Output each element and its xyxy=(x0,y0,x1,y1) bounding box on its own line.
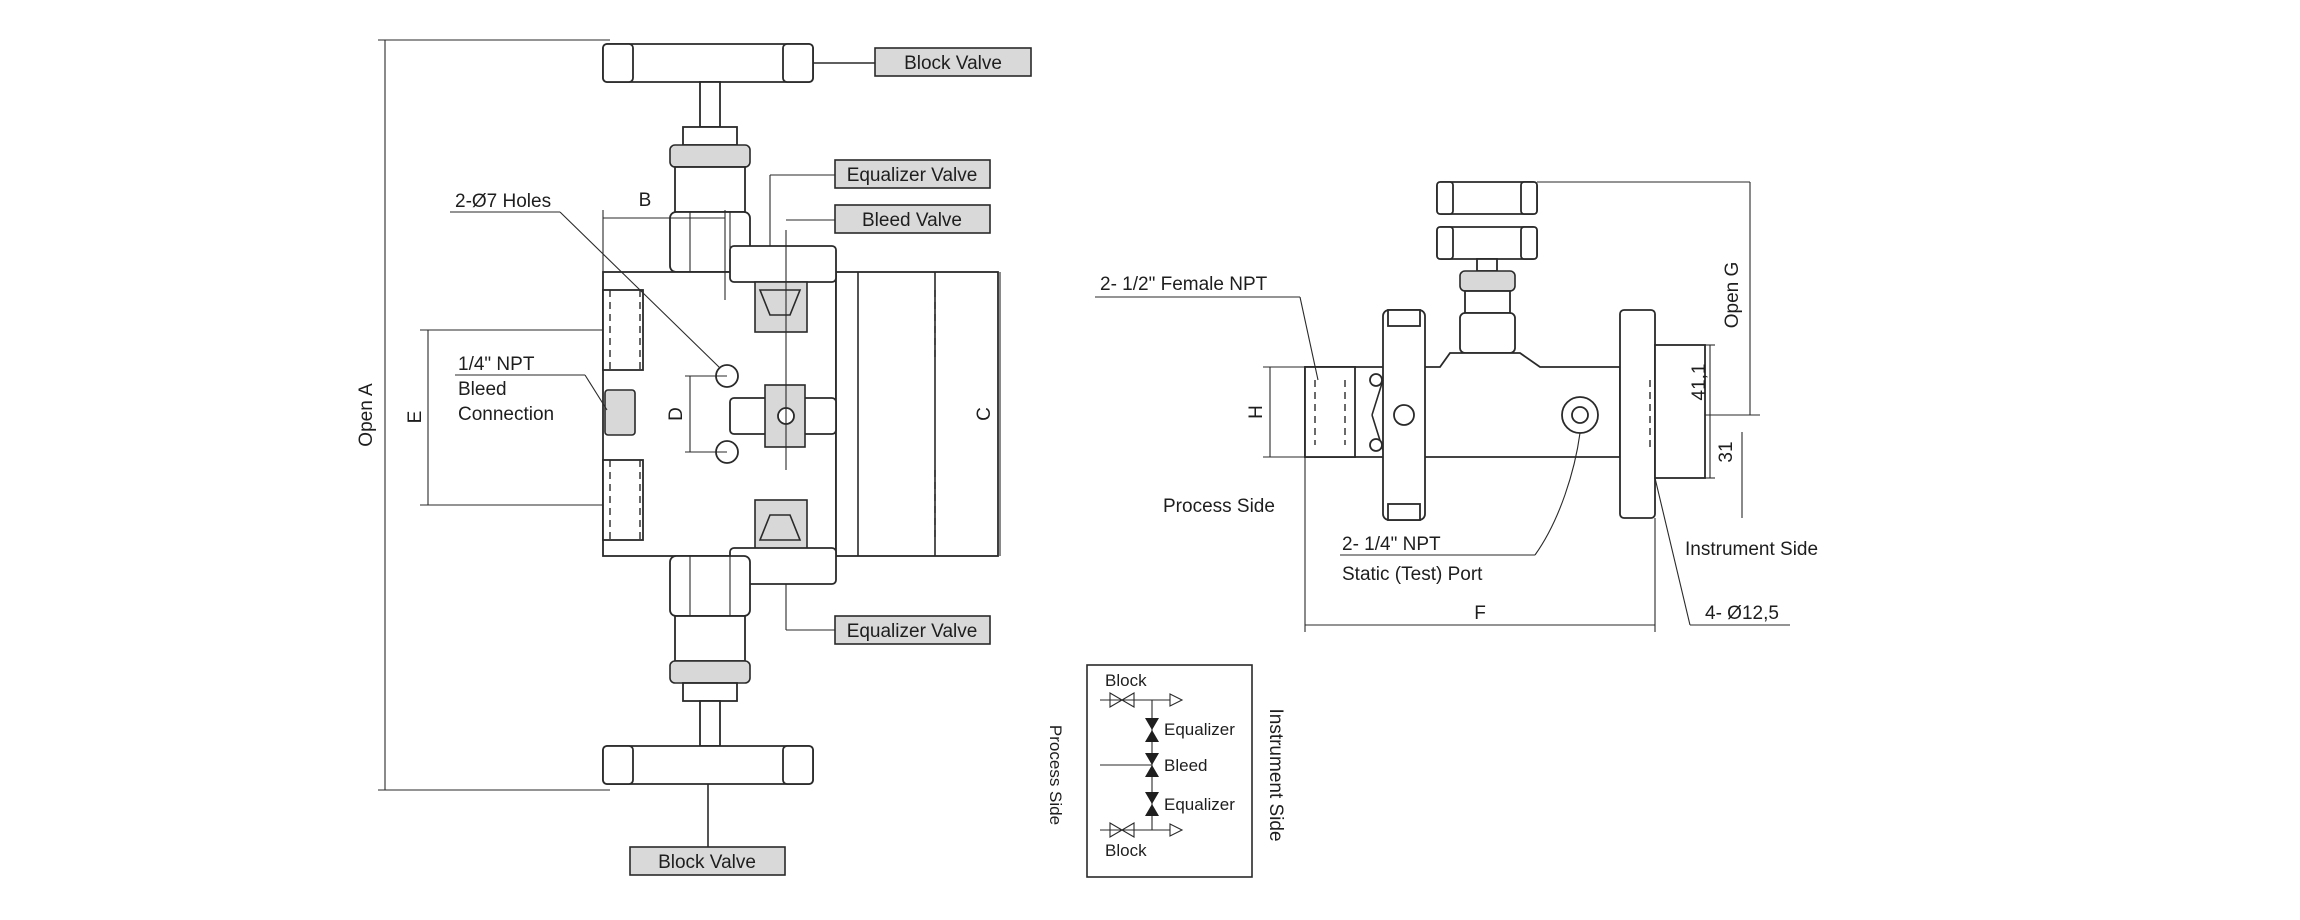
front-view: Open A xyxy=(356,39,1032,876)
bottom-bonnet xyxy=(669,555,751,617)
schematic-equalizer-top-valve xyxy=(1145,718,1159,742)
static-port-line1: 2- 1/4" NPT xyxy=(1342,534,1441,555)
schematic-equalizer-bottom-valve xyxy=(1145,792,1159,816)
dim-d-label: D xyxy=(666,407,687,421)
bleed-connection-line3: Connection xyxy=(458,404,554,425)
female-npt-label: 2- 1/2" Female NPT xyxy=(1100,274,1268,295)
schematic-instrument-side: Instrument Side xyxy=(1265,708,1286,841)
equalizer-top-box xyxy=(834,159,991,189)
top-stem xyxy=(699,81,721,128)
schematic-equalizer-top: Equalizer xyxy=(1164,720,1235,739)
block-valve-bottom-label: Block Valve xyxy=(658,852,756,873)
side-instrument-flange xyxy=(1619,309,1656,519)
static-port-line2: Static (Test) Port xyxy=(1342,564,1483,585)
instrument-side-label: Instrument Side xyxy=(1685,539,1818,560)
equalizer-top-label: Equalizer Valve xyxy=(847,165,978,186)
side-view: H F Open G 41,1 31 2- 1/2" Female NPT Pr… xyxy=(1095,181,1818,632)
bleed-valve-label: Bleed Valve xyxy=(862,210,962,231)
dim-41-label: 41,1 xyxy=(1689,364,1710,401)
schematic-block-top: Block xyxy=(1105,671,1147,690)
schematic-process-side: Process Side xyxy=(1046,725,1065,825)
bleed-connection-line1: 1/4" NPT xyxy=(458,354,535,375)
block-valve-top-label: Block Valve xyxy=(904,53,1002,74)
bleed-connection-line2: Bleed xyxy=(458,379,507,400)
holes-label: 2-Ø7 Holes xyxy=(455,191,551,212)
instrument-flange xyxy=(835,271,999,557)
equalizer-bottom-box xyxy=(834,615,991,645)
schematic: Block Equalizer Bleed Equalizer Block Pr… xyxy=(1046,664,1286,878)
dim-31-label: 31 xyxy=(1716,441,1737,462)
dim-a-label: Open A xyxy=(356,383,377,447)
block-valve-top-box xyxy=(874,47,1032,77)
schematic-equalizer-bottom: Equalizer xyxy=(1164,795,1235,814)
dim-b-label: B xyxy=(639,190,652,211)
schematic-bleed-valve xyxy=(1145,753,1159,777)
schematic-box xyxy=(1086,664,1253,878)
dim-g-label: Open G xyxy=(1722,262,1743,329)
equalizer-bottom-label: Equalizer Valve xyxy=(847,621,978,642)
bottom-handle xyxy=(602,745,814,785)
block-valve-bottom-box xyxy=(629,846,786,876)
bleed-plug xyxy=(604,389,636,436)
schematic-block-top-valve xyxy=(1109,692,1135,708)
side-holes-label: 4- Ø12,5 xyxy=(1705,603,1779,624)
dim-f-label: F xyxy=(1474,603,1486,624)
equalizer-top xyxy=(729,245,837,283)
bleed-valve-box xyxy=(834,204,991,234)
top-handle xyxy=(602,43,814,83)
dim-c-label: C xyxy=(974,407,995,421)
dim-h-label: H xyxy=(1246,405,1267,419)
dim-e-label: E xyxy=(405,411,426,424)
schematic-block-bottom: Block xyxy=(1105,841,1147,860)
schematic-bleed: Bleed xyxy=(1164,756,1207,775)
side-process-side-label: Process Side xyxy=(1163,496,1275,517)
schematic-block-bottom-valve xyxy=(1109,822,1135,838)
